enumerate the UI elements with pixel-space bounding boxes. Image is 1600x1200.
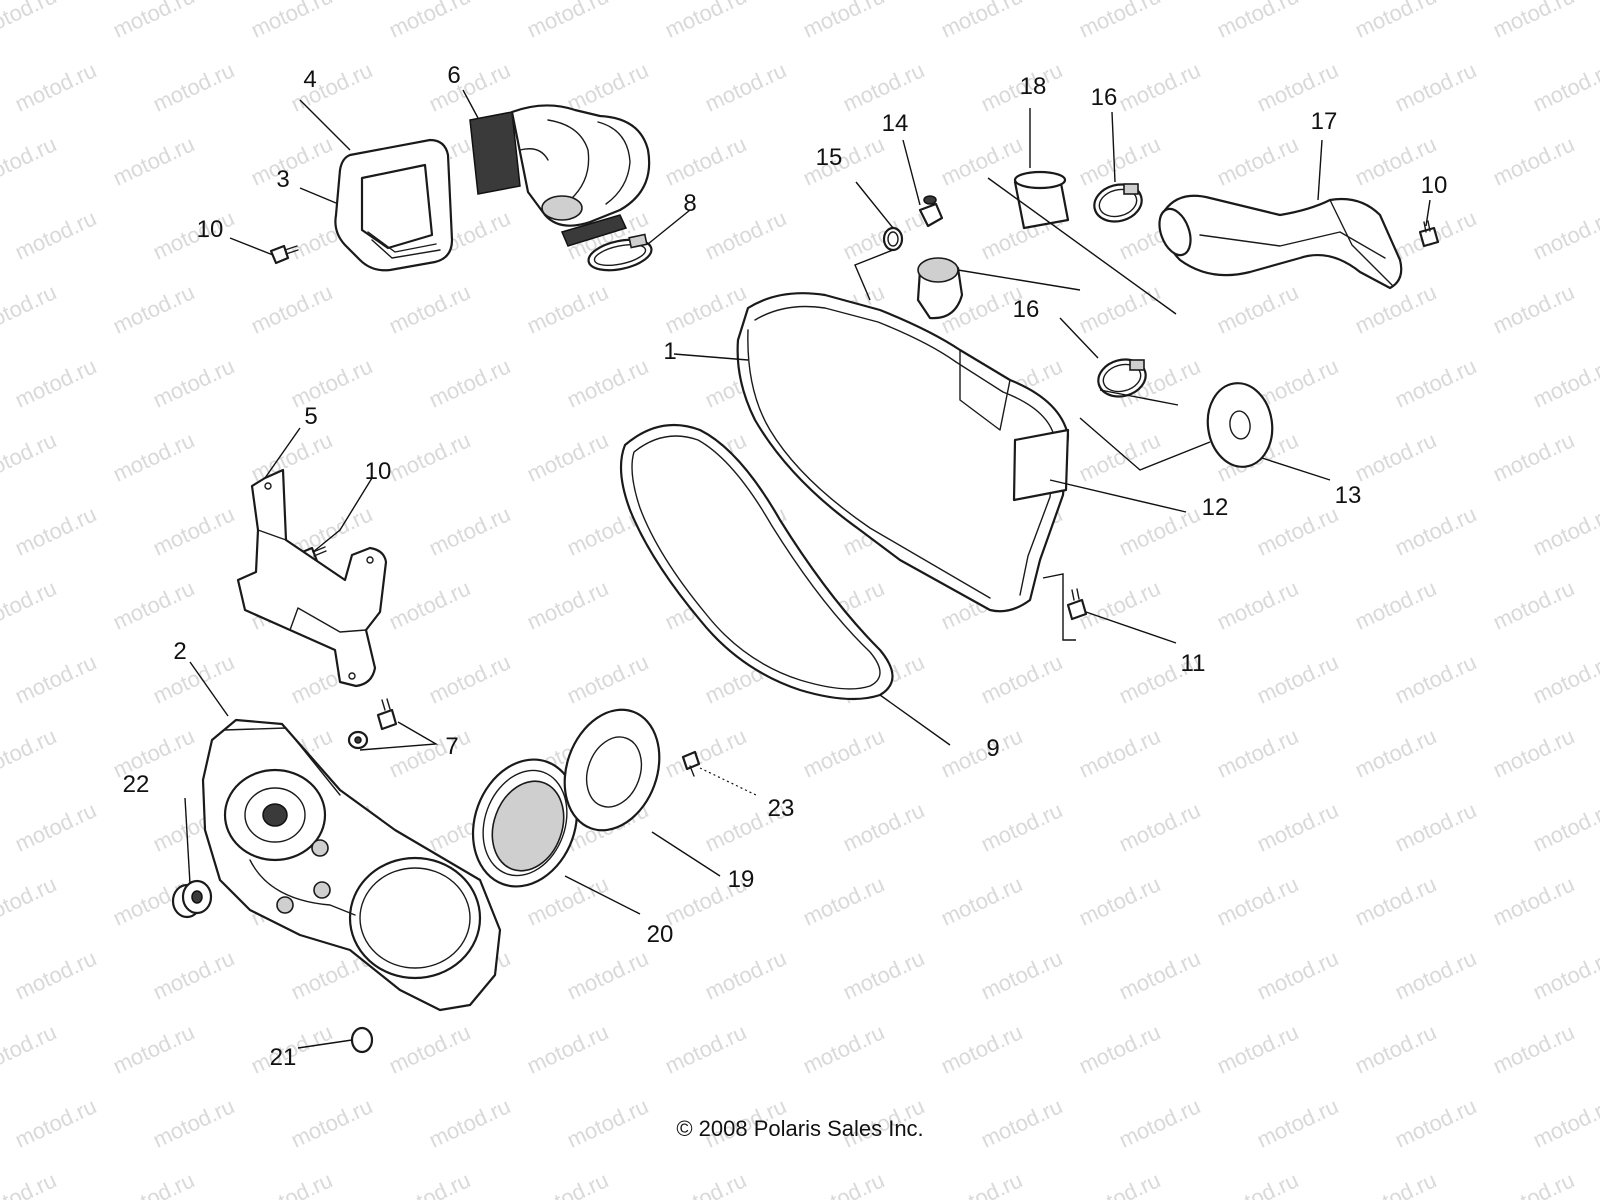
callout-17: 17: [1310, 108, 1338, 135]
callout-11: 11: [1180, 650, 1206, 677]
part-18-coupler: [1013, 170, 1070, 230]
callout-3: 3: [276, 166, 290, 193]
part-10-bolt-a: [269, 244, 299, 265]
callout-2: 2: [173, 638, 187, 665]
part-1-outer-clutch-cover: [736, 257, 1070, 613]
callout-7: 7: [445, 733, 459, 760]
callout-10-b: 10: [364, 458, 392, 485]
part-22-bushing: [171, 879, 213, 919]
part-5-bracket: [236, 468, 388, 688]
copyright-notice: © 2008 Polaris Sales Inc.: [676, 1116, 924, 1141]
part-8-hose-clamp: [587, 233, 653, 272]
callout-16-a: 16: [1090, 84, 1118, 111]
part-15-o-ring: [882, 226, 904, 252]
callout-8: 8: [683, 190, 697, 217]
part-23-screw: [681, 750, 701, 777]
part-4-intake-frame: [334, 138, 454, 272]
callout-4: 4: [303, 66, 317, 93]
callout-12: 12: [1201, 494, 1229, 521]
callout-13: 13: [1334, 482, 1362, 509]
callout-20: 20: [646, 921, 674, 948]
callout-19: 19: [727, 866, 755, 893]
callout-10-a: 10: [196, 216, 224, 243]
part-21-plug: [350, 1026, 374, 1054]
callout-18: 18: [1019, 73, 1047, 100]
callout-9: 9: [986, 735, 1000, 762]
callout-22: 22: [122, 771, 150, 798]
callout-15: 15: [815, 144, 843, 171]
callout-5: 5: [304, 403, 318, 430]
part-10-bolt-c: [1418, 220, 1440, 248]
callout-6: 6: [447, 62, 461, 89]
part-19-plate: [563, 708, 661, 832]
part-16-clamp-a: [1093, 183, 1143, 223]
part-13-washer: [1206, 382, 1274, 468]
callout-10-c: 10: [1420, 172, 1448, 199]
part-7-bolt-washer: [347, 698, 398, 750]
part-6-intake-duct: [469, 104, 651, 247]
callout-16-b: 16: [1012, 296, 1040, 323]
leader-lines: [184, 89, 1431, 1049]
callout-23: 23: [767, 795, 795, 822]
callout-1: 1: [663, 338, 677, 365]
part-11-bolt: [1066, 588, 1088, 621]
callout-21: 21: [269, 1044, 297, 1071]
part-20-seal: [471, 758, 579, 888]
part-17-exhaust-duct: [1158, 194, 1403, 290]
part-14-fitting: [918, 195, 944, 228]
part-2-inner-clutch-cover: [201, 718, 502, 1012]
callout-14: 14: [881, 110, 909, 137]
